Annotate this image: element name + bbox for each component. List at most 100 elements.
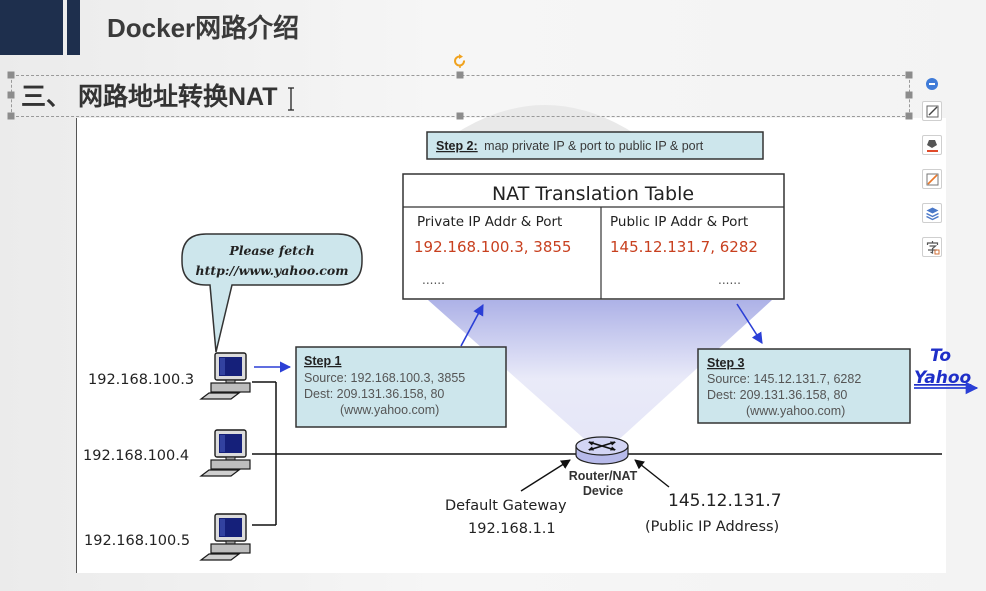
section-heading-textbox[interactable]: 三、 网路地址转换NAT	[11, 75, 910, 117]
step1-dest: Dest: 209.131.36.158, 80	[304, 387, 444, 401]
collapse-minus-bar	[929, 83, 935, 85]
router-arrowhead	[610, 446, 616, 451]
pen-stroke	[928, 106, 938, 116]
resize-handle-top[interactable]	[456, 71, 464, 79]
keyboard	[199, 392, 241, 400]
layers-glyph	[926, 207, 939, 221]
step1-source: Source: 192.168.100.3, 3855	[304, 371, 465, 385]
router-icon	[575, 436, 629, 465]
public-ip-value: 145.12.131.7	[668, 491, 782, 511]
bubble-line-1: Please fetch	[228, 243, 314, 258]
nat-table-cell: ......	[718, 273, 741, 287]
glyph-badge	[934, 249, 940, 255]
glyph-roof	[926, 241, 939, 245]
fill-color-icon[interactable]	[922, 135, 942, 155]
nat-table-frame	[402, 173, 785, 300]
translation-cone	[428, 300, 772, 444]
step2-label: Step 2:	[436, 139, 478, 153]
host-ip-label: 192.168.100.5	[84, 533, 190, 549]
host-ip-label: 192.168.100.4	[83, 448, 189, 464]
gateway-ip: 192.168.1.1	[468, 521, 556, 537]
header-accent-bar	[67, 0, 80, 55]
request-speech-bubble	[181, 233, 363, 353]
router-arrowhead	[588, 441, 594, 446]
layer-middle	[926, 212, 939, 218]
nat-table-header-private: Private IP Addr & Port	[417, 214, 562, 230]
layer-bottom	[926, 215, 939, 221]
router-cross-arrows	[588, 441, 616, 451]
step3-host: (www.yahoo.com)	[746, 404, 845, 418]
public-ip-pointer-arrow	[634, 459, 670, 488]
resize-handle-top-left[interactable]	[7, 71, 15, 79]
step2-box	[426, 131, 764, 160]
host-ip-label: 192.168.100.3	[88, 372, 194, 388]
host-computer-icon	[199, 513, 251, 561]
shape-edit-icon[interactable]	[922, 101, 942, 121]
public-ip-label: (Public IP Address)	[645, 519, 779, 535]
step3-dest: Dest: 209.131.36.158, 80	[707, 388, 847, 402]
background-dome-shape	[458, 105, 632, 132]
keyboard	[199, 553, 241, 561]
text-style-glyph	[926, 241, 940, 255]
system-unit	[210, 459, 251, 470]
resize-handle-bottom-right[interactable]	[905, 112, 913, 120]
outline-color-glyph	[926, 173, 939, 186]
bubble-line-2: http://www.yahoo.com	[196, 263, 349, 278]
step1-title: Step 1	[304, 354, 342, 368]
outline-color-icon[interactable]	[922, 169, 942, 189]
gateway-label: Default Gateway	[445, 498, 567, 514]
fill-color-glyph	[927, 140, 938, 152]
nat-table-cell: ......	[422, 273, 445, 287]
router-label-line-2: Device	[583, 484, 623, 498]
rotate-handle-icon[interactable]	[453, 54, 467, 68]
rotate-arrowhead	[459, 54, 463, 59]
text-cursor-shape	[288, 87, 294, 111]
shape-edit-glyph	[926, 105, 939, 118]
router-arrowhead	[610, 441, 616, 446]
nat-table-header-public: Public IP Addr & Port	[610, 214, 748, 230]
collapse-icon[interactable]	[926, 78, 938, 90]
step1-to-table-arrow	[460, 304, 484, 347]
step2-text: Step 2: map private IP & port to public …	[436, 139, 704, 153]
step1-host: (www.yahoo.com)	[340, 403, 439, 417]
outline-square	[926, 173, 939, 186]
nat-table-cell: 192.168.100.3, 3855	[414, 238, 571, 256]
resize-handle-bottom-left[interactable]	[7, 112, 15, 120]
host-computer-icon	[199, 429, 251, 477]
layers-icon[interactable]	[922, 203, 942, 223]
step2-description: map private IP & port to public IP & por…	[484, 139, 704, 153]
rotate-arc	[454, 55, 465, 67]
text-style-icon[interactable]	[922, 237, 942, 257]
header-accent-block	[0, 0, 63, 55]
resize-handle-top-right[interactable]	[905, 71, 913, 79]
layer-top	[926, 207, 939, 214]
table-to-step3-arrow	[736, 303, 763, 344]
router-label-line-1: Router/NAT	[569, 469, 638, 483]
fill-color-swatch	[927, 150, 938, 152]
keyboard	[199, 469, 241, 477]
host-computer-icon	[199, 352, 251, 400]
text-cursor-icon	[288, 87, 294, 111]
shape-outline	[926, 105, 939, 118]
screen-glare	[220, 435, 225, 452]
destination-name: Yahoo	[914, 368, 972, 388]
step3-title: Step 3	[707, 356, 745, 370]
step1-box	[295, 346, 507, 428]
outline-color-stroke	[927, 174, 938, 185]
slide-title[interactable]: Docker网路介绍	[107, 13, 300, 43]
destination-to-label: To	[930, 346, 951, 366]
nat-table-title: NAT Translation Table	[492, 183, 694, 205]
gateway-pointer-arrow	[520, 459, 571, 492]
resize-handle-bottom[interactable]	[456, 112, 464, 120]
system-unit	[210, 543, 251, 554]
nat-table-cell: 145.12.131.7, 6282	[610, 238, 758, 256]
step3-source: Source: 145.12.131.7, 6282	[707, 372, 861, 386]
screen-glare	[220, 519, 225, 536]
resize-handle-right[interactable]	[905, 91, 913, 99]
router-arrowhead	[588, 446, 594, 451]
section-heading[interactable]: 三、 网路地址转换NAT	[21, 83, 278, 111]
resize-handle-left[interactable]	[7, 91, 15, 99]
screen-glare	[220, 358, 225, 375]
step3-box	[697, 348, 911, 424]
